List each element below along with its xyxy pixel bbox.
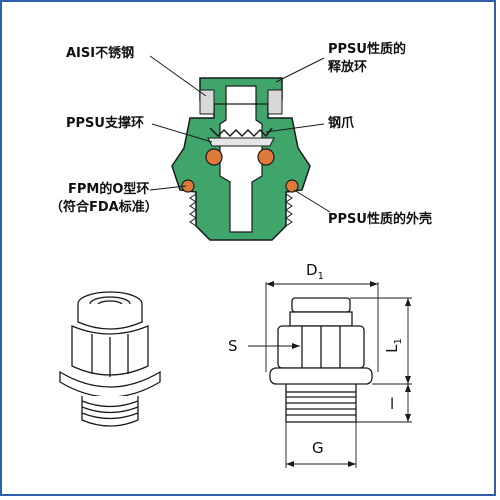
- dimension-lines: [248, 282, 412, 468]
- inner-oring-right: [257, 148, 275, 166]
- cross-section-view: [171, 77, 311, 241]
- label-oring-1: FPM的O型环: [68, 182, 150, 197]
- label-aisi-stainless: AISI不锈钢: [66, 46, 135, 61]
- label-support-ring: PPSU支撑环: [66, 116, 144, 131]
- label-ppsu-shell: PPSU性质的外壳: [328, 212, 432, 227]
- label-oring-2: （符合FDA标准）: [50, 200, 158, 215]
- dim-s: S: [228, 337, 238, 355]
- dim-g: G: [312, 439, 324, 457]
- dim-l: l: [390, 395, 395, 413]
- dim-l1: L1: [382, 338, 407, 353]
- dim-d1-sub: 1: [317, 271, 324, 282]
- dim-l1-main: L: [382, 344, 401, 353]
- side-view: [269, 297, 373, 423]
- aisi-insert-left: [199, 89, 215, 115]
- support-ring: [207, 137, 275, 147]
- label-steel-claw: 钢爪: [328, 116, 355, 131]
- dimension-arrows: [266, 281, 411, 467]
- inner-oring-left: [205, 148, 223, 166]
- isometric-view: [59, 291, 161, 427]
- label-release-ring-1: PPSU性质的: [328, 42, 406, 57]
- thread-left: [189, 193, 197, 227]
- dim-d1-main: D: [306, 261, 318, 279]
- callout-leaders: [149, 55, 331, 213]
- dim-d1: D1: [306, 262, 324, 285]
- label-release-ring-2: 释放环: [328, 60, 368, 75]
- thread-right: [285, 193, 293, 227]
- steel-claw: [209, 127, 273, 138]
- aisi-insert-right: [267, 89, 283, 115]
- bore: [219, 85, 263, 233]
- dim-l1-sub: 1: [392, 338, 404, 345]
- outer-oring-right: [285, 179, 299, 193]
